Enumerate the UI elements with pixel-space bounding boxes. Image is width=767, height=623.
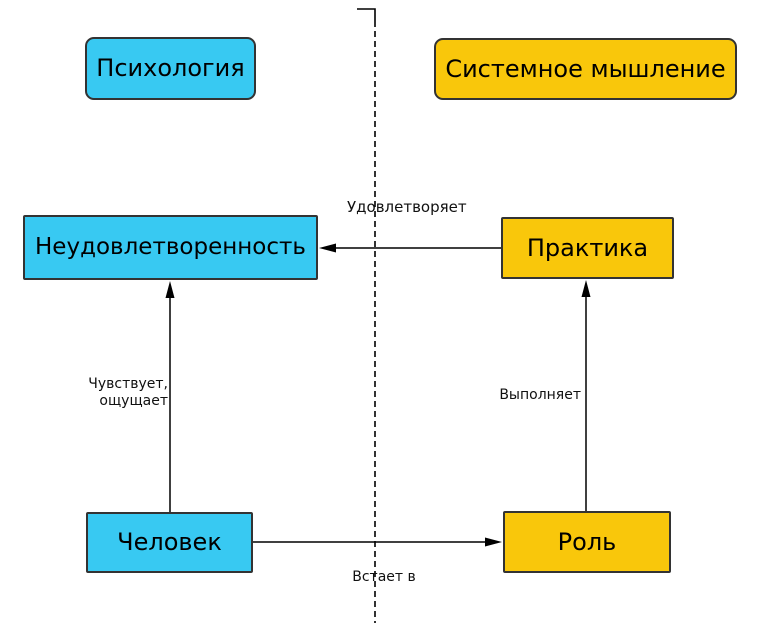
domain-label-psychology: Психология xyxy=(96,54,245,83)
edge-feels-arrowhead xyxy=(165,281,175,298)
edge-label-satisfies: Удовлетворяет xyxy=(347,198,467,216)
edge-satisfies-arrowhead xyxy=(319,243,336,253)
edge-label-feels: Чувствует, ощущает xyxy=(88,376,168,409)
node-box-person: Человек xyxy=(86,512,253,573)
edge-label-enters: Встает в xyxy=(352,569,416,585)
edge-label-performs: Выполняет xyxy=(499,387,581,403)
node-label-practice: Практика xyxy=(526,233,649,262)
edge-performs-arrowhead xyxy=(581,280,591,297)
domain-box-psychology: Психология xyxy=(85,37,256,100)
node-box-dissatisfaction: Неудовлетворенность xyxy=(23,215,318,280)
edge-enters-arrowhead xyxy=(485,537,502,547)
domain-label-systems-thinking: Системное мышление xyxy=(445,54,726,83)
node-box-role: Роль xyxy=(503,511,671,573)
domain-divider-hook xyxy=(357,8,376,21)
node-label-person: Человек xyxy=(117,528,222,557)
domain-box-systems-thinking: Системное мышление xyxy=(434,38,737,100)
node-label-role: Роль xyxy=(557,527,617,556)
node-label-dissatisfaction: Неудовлетворенность xyxy=(35,233,306,260)
node-box-practice: Практика xyxy=(501,217,674,279)
